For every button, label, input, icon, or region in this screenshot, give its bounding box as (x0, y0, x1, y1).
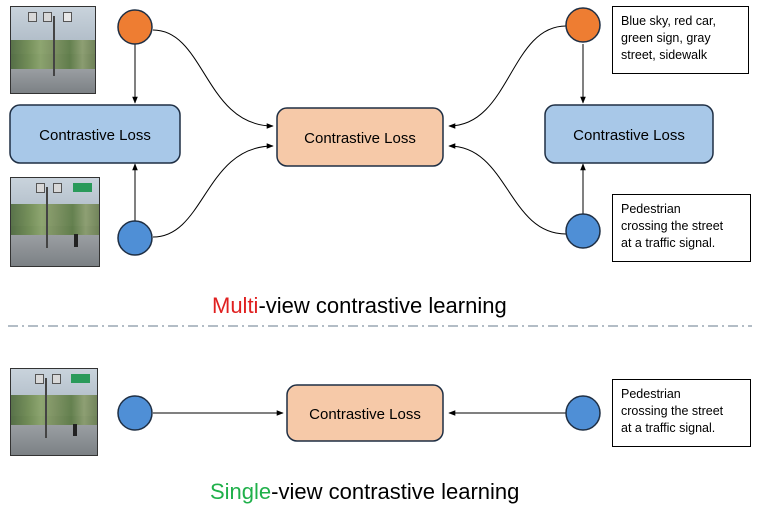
traffic-light-icon (27, 12, 37, 22)
pedestrian-figure (72, 424, 77, 437)
traffic-light-icon (35, 374, 44, 384)
arrow-orange-right-to-center (448, 25, 567, 129)
street-image-bottom (10, 368, 98, 456)
caption-pedestrian-bottom: Pedestrian crossing the street at a traf… (612, 379, 751, 447)
title-single-highlight: Single (210, 479, 272, 504)
street-image-middle (10, 177, 100, 267)
image-trees (11, 394, 97, 430)
orange-node-left (117, 9, 153, 45)
blue-node-left (117, 220, 153, 256)
blue-node-single-left (117, 395, 153, 431)
blue-node-single-right (565, 395, 601, 431)
traffic-light-icon (52, 374, 62, 384)
loss-label-center: Contrastive Loss (304, 130, 416, 147)
loss-box-center: Contrastive Loss (276, 107, 444, 167)
image-road (11, 424, 97, 455)
street-sign-icon (71, 374, 91, 383)
loss-box-right-rect (544, 104, 714, 164)
caption-pedestrian-top: Pedestrian crossing the street at a traf… (612, 194, 751, 262)
traffic-light-icon (42, 12, 52, 22)
loss-label-right: Contrastive Loss (573, 127, 685, 144)
loss-label-left: Contrastive Loss (39, 127, 151, 144)
title-multi-rest: -view contrastive learning (258, 293, 507, 318)
traffic-light-icon (53, 183, 63, 194)
loss-box-left-rect (9, 104, 181, 164)
image-pole (53, 15, 55, 76)
arrow-blue-left-to-center (152, 143, 274, 238)
loss-box-right: Contrastive Loss (544, 104, 714, 164)
loss-box-center-rect (276, 107, 444, 167)
loss-box-bottom-rect (286, 384, 444, 442)
street-sign-icon (72, 183, 92, 193)
loss-box-bottom: Contrastive Loss (286, 384, 444, 442)
loss-label-bottom: Contrastive Loss (309, 406, 421, 423)
title-single-rest: -view contrastive learning (271, 479, 520, 504)
blue-node-right (565, 213, 601, 249)
image-road (11, 235, 99, 266)
arrow-orange-left-to-center (152, 29, 274, 129)
orange-node-right (565, 7, 601, 43)
image-pole (45, 377, 48, 438)
pedestrian-figure (74, 234, 79, 247)
title-single-view: Single-view contrastive learning (210, 479, 519, 505)
title-multi-view: Multi-view contrastive learning (212, 293, 507, 319)
traffic-light-icon (35, 183, 45, 194)
caption-scene-description: Blue sky, red car, green sign, gray stre… (612, 6, 749, 74)
street-image-top (10, 6, 96, 94)
loss-box-left: Contrastive Loss (9, 104, 181, 164)
title-multi-highlight: Multi (212, 293, 259, 318)
arrow-blue-right-to-center (448, 143, 567, 235)
image-trees (11, 204, 99, 240)
image-pole (46, 186, 49, 249)
traffic-sign-icon (63, 12, 72, 22)
